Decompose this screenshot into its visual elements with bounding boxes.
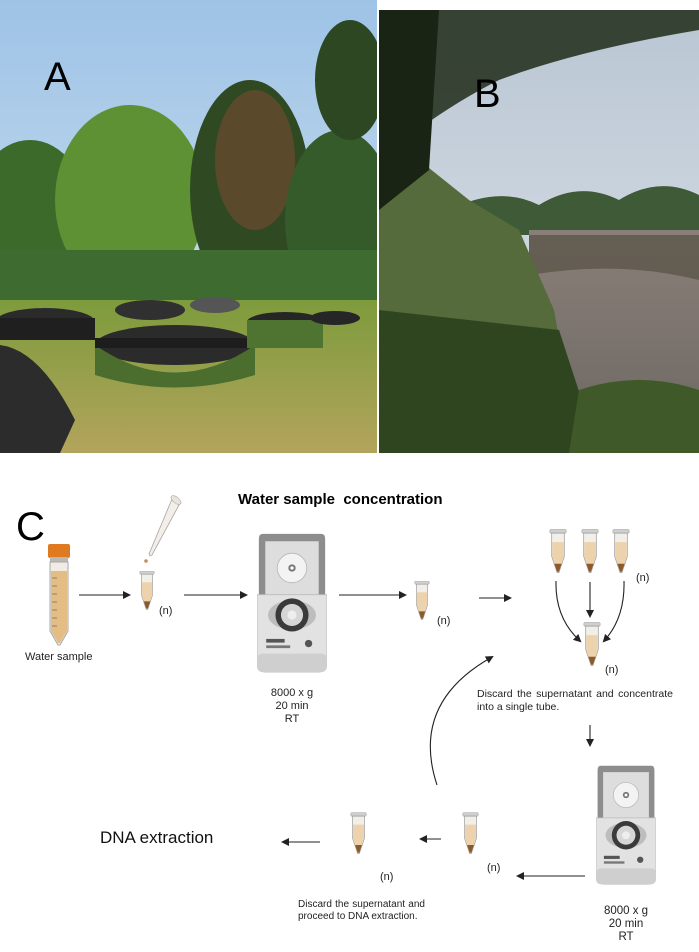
centrifuge-1-params: 8000 x g 20 min RT [262,687,322,726]
water-sample-label: Water sample [25,651,93,663]
arrow-merge-left [555,580,582,643]
microtube-icon [350,812,367,854]
panel-label-c: C [16,505,45,549]
panel-label-b: B [474,72,501,116]
panel-label-a: A [44,55,71,99]
flow-arrows [79,580,625,880]
microtube-icon [581,529,599,574]
n-label: (n) [437,615,451,627]
n-label: (n) [636,572,650,584]
centrifuge-1-time: 20 min [275,700,309,712]
dna-extraction-label: DNA extraction [100,828,214,847]
photo-a-outdoor-tanks: A [0,0,377,453]
microtube-icon [583,622,601,667]
centrifuge-2-speed: 8000 x g [603,905,649,917]
diagram-water-sample-concentration: C Water sample concentration Water sampl… [0,453,699,952]
microtube-icon [612,529,630,574]
photo-a-illustration [0,0,377,453]
centrifuge-1-speed: 8000 x g [270,687,314,699]
diagram-graphics [48,495,656,885]
n-label: (n) [487,862,501,874]
microtube-icon [549,529,567,574]
arrow-merge-right [602,580,625,643]
pipette-icon [144,495,182,563]
n-label: (n) [605,664,619,676]
step-concentrate-text: Discard the supernatant and concentrate … [477,688,673,713]
centrifuge-2-params: 8000 x g 20 min RT [596,905,656,944]
n-label: (n) [380,871,394,883]
microtube-icon [462,812,479,854]
centrifuge-2-temp: RT [618,931,634,943]
falcon-tube-icon [48,544,70,646]
arrow-loop-back [429,656,494,786]
step-discard-text: Discard the supernatant and proceed to D… [298,899,425,922]
photo-b-lake: B [379,10,699,453]
microtube-icon [414,581,430,620]
centrifuge-icon [257,533,327,673]
n-label: (n) [159,605,173,617]
centrifuge-icon [596,765,656,885]
photo-b-illustration [379,10,699,453]
centrifuge-1-temp: RT [284,713,300,725]
microtube-icon [139,571,155,610]
centrifuge-2-time: 20 min [608,918,644,930]
diagram-title: Water sample concentration [238,491,443,508]
